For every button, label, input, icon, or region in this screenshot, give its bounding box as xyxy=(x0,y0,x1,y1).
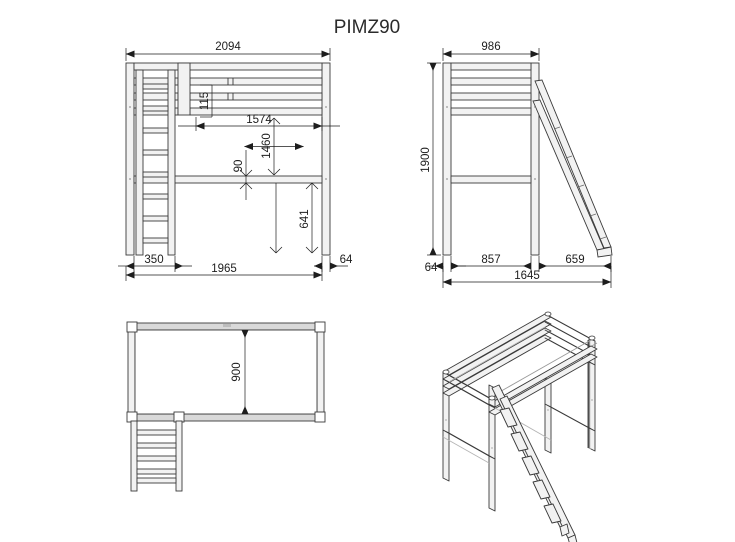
dimension-857: 857 xyxy=(481,254,500,266)
dimension-659: 659 xyxy=(565,254,584,266)
dimension-350: 350 xyxy=(144,254,163,266)
side-elevation-view xyxy=(442,62,613,258)
side-view-dimensions xyxy=(427,48,612,288)
dimension-900: 900 xyxy=(231,362,243,381)
dimension-1645: 1645 xyxy=(514,270,540,282)
dimension-986: 986 xyxy=(481,41,500,53)
dimension-64-side: 64 xyxy=(425,262,438,274)
dimension-641: 641 xyxy=(299,209,311,228)
dimension-1460: 1460 xyxy=(261,133,273,159)
dimension-1900: 1900 xyxy=(420,147,432,173)
page-title: PIMZ90 xyxy=(334,17,401,38)
plan-view xyxy=(126,321,326,492)
front-elevation-view xyxy=(125,62,331,256)
isometric-view xyxy=(442,311,598,542)
dimension-115: 115 xyxy=(199,92,211,110)
plan-view-dimensions xyxy=(241,330,249,414)
side-view-dimension-labels: 986 1900 64 857 659 1645 xyxy=(420,41,585,282)
dimension-64-front: 64 xyxy=(340,254,353,266)
dimension-1574: 1574 xyxy=(246,114,272,126)
dimension-2094: 2094 xyxy=(215,41,241,53)
dimension-1965: 1965 xyxy=(211,263,237,275)
dimension-90: 90 xyxy=(233,160,245,173)
front-view-dimension-labels: 2094 115 1574 1460 90 641 350 1965 64 xyxy=(144,41,353,275)
front-view-dimensions xyxy=(118,48,348,281)
